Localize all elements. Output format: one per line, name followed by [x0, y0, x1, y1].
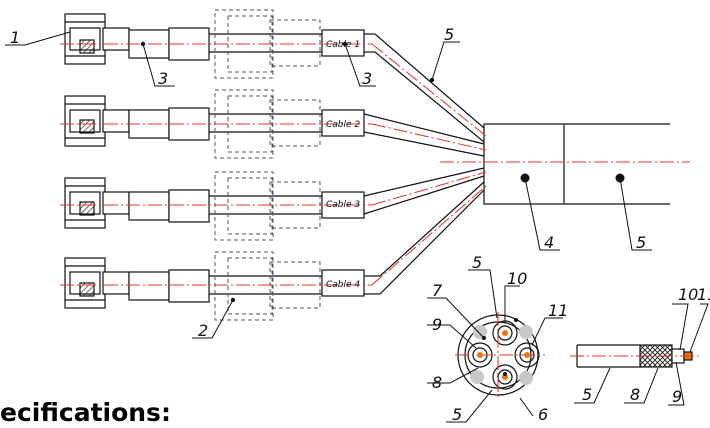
cable-label-3: Cable 3: [326, 200, 360, 210]
cable-label-4: Cable 4: [326, 280, 360, 290]
conductor-dot: [524, 352, 530, 358]
callout-5: 5: [582, 385, 592, 404]
connector-row-4: [64, 257, 365, 309]
callout-8: 8: [432, 373, 442, 392]
callout-5: 5: [636, 233, 646, 252]
fanout-cables: [363, 33, 485, 295]
cable-label-1: Cable 1: [326, 40, 360, 50]
callout-5: 5: [444, 25, 454, 44]
callout-5: 5: [472, 253, 482, 272]
callout-11: 11: [548, 301, 568, 320]
callout-4: 4: [544, 233, 554, 252]
dashed-couplers: [214, 9, 321, 321]
callout-9: 9: [672, 387, 682, 406]
callout-11: 11: [697, 285, 710, 304]
callout-5: 5: [452, 405, 462, 424]
cable-label-2: Cable 2: [326, 120, 360, 130]
leader-lines: [5, 31, 709, 423]
callout-2: 2: [198, 321, 208, 340]
callout-9: 9: [432, 315, 442, 334]
callout-3: 3: [158, 69, 168, 88]
splitter-body: [483, 123, 565, 205]
conductor-dot: [502, 374, 508, 380]
conductor-dot: [477, 352, 483, 358]
callout-6: 6: [538, 405, 548, 424]
callout-8: 8: [630, 385, 640, 404]
callout-1: 1: [10, 28, 20, 47]
connector-row-3: [64, 177, 365, 229]
callout-7: 7: [432, 281, 443, 300]
callout-10: 10: [507, 269, 527, 288]
conductor-dot: [502, 330, 508, 336]
specifications-heading: ecifications:: [0, 398, 171, 427]
callout-10: 10: [678, 285, 698, 304]
callout-3: 3: [362, 69, 372, 88]
